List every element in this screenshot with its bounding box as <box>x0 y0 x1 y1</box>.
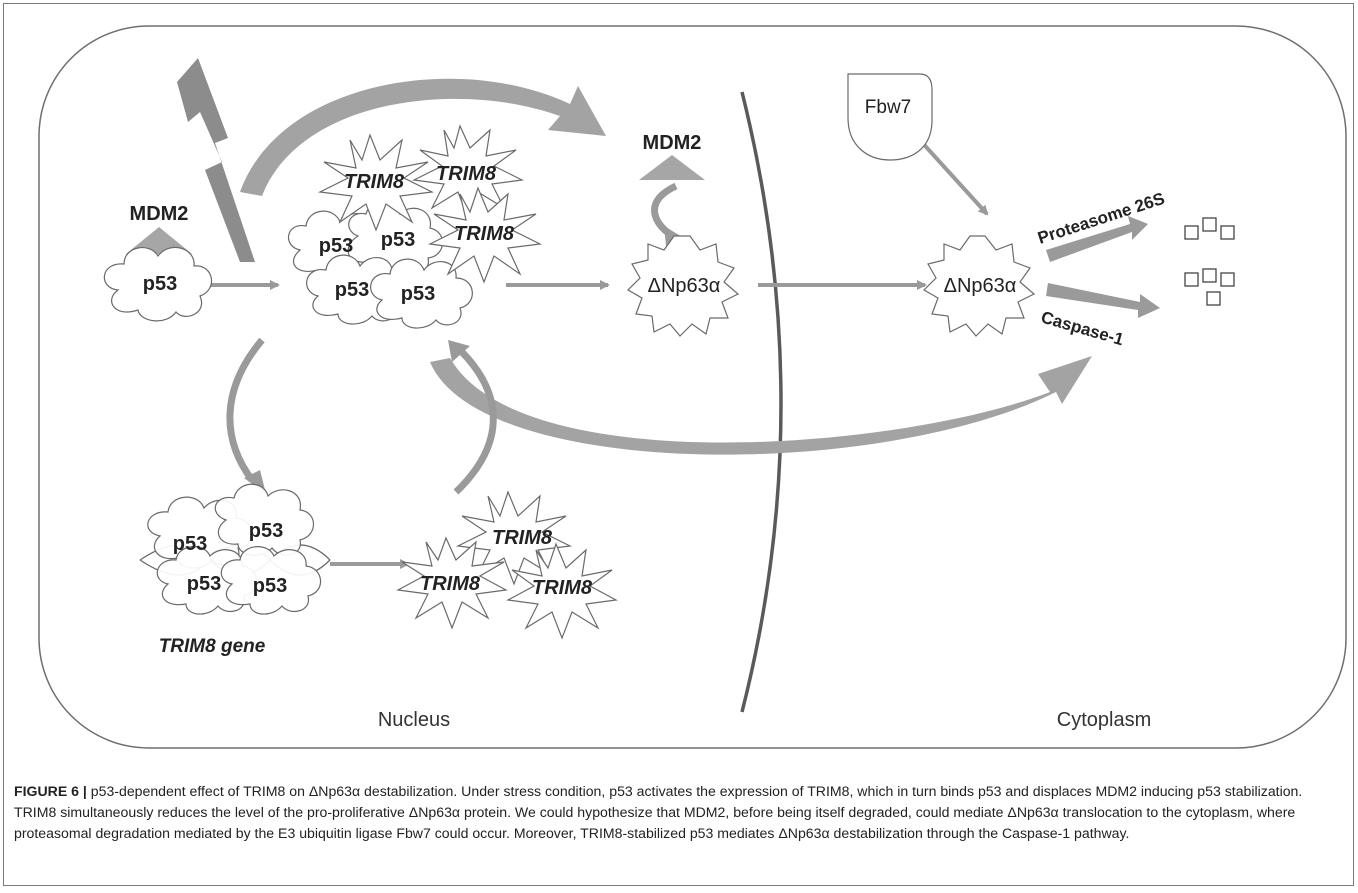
label-p53-c3: p53 <box>335 279 369 301</box>
label-p53-d2: p53 <box>249 520 283 542</box>
label-p53-d3: p53 <box>187 573 221 595</box>
degradation-fragments <box>1184 217 1235 306</box>
label-p53-d4: p53 <box>253 575 287 597</box>
label-p53-single: p53 <box>143 273 177 295</box>
arc-arrow-top <box>240 78 606 196</box>
label-trim8-b2: TRIM8 <box>420 573 481 595</box>
arrow-feedback <box>453 347 497 495</box>
label-trim8-t3: TRIM8 <box>454 223 515 245</box>
figure-frame <box>3 3 1354 886</box>
p53-single-cloud <box>103 246 213 322</box>
figure-caption: FIGURE 6 | p53-dependent effect of TRIM8… <box>14 781 1344 844</box>
dnp63a-cyto-shape <box>923 235 1036 337</box>
label-trim8-t2: TRIM8 <box>436 163 497 185</box>
stress-lightning-icon <box>177 58 255 262</box>
label-trim8-b1: TRIM8 <box>492 527 553 549</box>
arrow-to-gene <box>226 337 265 483</box>
caption-figure-label: FIGURE 6 | <box>14 783 87 799</box>
label-trim8-b3: TRIM8 <box>532 577 593 599</box>
label-nucleus: Nucleus <box>378 709 450 731</box>
label-p53-c1: p53 <box>319 235 353 257</box>
fbw7-shape <box>847 73 933 161</box>
label-dnp63a-cyto: ΔNp63α <box>944 275 1017 297</box>
arrow-fbw7 <box>916 136 989 216</box>
label-trim8-t1: TRIM8 <box>344 171 405 193</box>
label-mdm2-left: MDM2 <box>130 203 189 225</box>
arrow-caspase <box>1046 283 1160 318</box>
label-trim8-gene: TRIM8 gene <box>159 636 266 657</box>
trim8-bottom-stars <box>396 490 618 640</box>
pathway-diagram: MDM2 p53 p53 p53 p53 p53 TRIM8 TRIM8 TRI… <box>38 25 1347 749</box>
label-p53-c2: p53 <box>381 229 415 251</box>
caption-text: p53-dependent effect of TRIM8 on ΔNp63α … <box>14 783 1303 841</box>
label-caspase: Caspase-1 <box>1039 308 1126 350</box>
arc-arrow-bottom <box>430 356 1092 455</box>
arrow-feedback-head <box>448 340 470 362</box>
nuclear-membrane <box>740 91 783 713</box>
label-p53-c4: p53 <box>401 283 435 305</box>
mdm2-mid-triangle <box>639 155 705 180</box>
cell-boundary <box>38 25 1347 749</box>
label-mdm2-mid: MDM2 <box>643 132 702 154</box>
arrow-proteasome <box>1046 216 1148 262</box>
label-fbw7: Fbw7 <box>865 97 911 118</box>
label-p53-d1: p53 <box>173 533 207 555</box>
dnp63a-nucleus-shape <box>627 235 740 337</box>
label-dnp63a-nucleus: ΔNp63α <box>648 275 721 297</box>
p53-dna-clouds <box>147 483 322 615</box>
trim8-top-stars <box>317 124 543 284</box>
label-cytoplasm: Cytoplasm <box>1057 709 1151 731</box>
